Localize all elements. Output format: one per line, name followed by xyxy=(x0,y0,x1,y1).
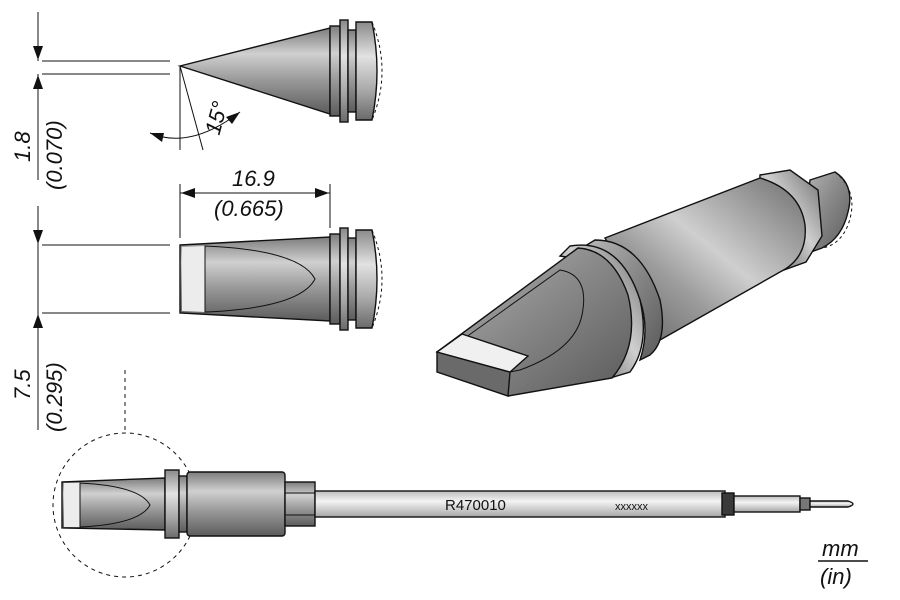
side-profile-view: 15° 1.8 (0.070) xyxy=(10,12,383,190)
flange-ring-side xyxy=(339,19,349,123)
flange-cap-front xyxy=(355,229,378,329)
cartridge-hex xyxy=(284,481,316,527)
length-arrow-right xyxy=(315,188,329,198)
flange-groove-side xyxy=(347,29,357,113)
units-primary: mm xyxy=(822,536,859,561)
thickness-arrow-up xyxy=(33,75,43,89)
units-secondary: (in) xyxy=(820,564,852,589)
cartridge-serial: xxxxxx xyxy=(615,501,649,513)
width-arrow-down xyxy=(33,230,43,244)
cartridge-shaft xyxy=(314,490,726,518)
angle-ref-inclined xyxy=(179,65,204,151)
iso-chisel-flat xyxy=(446,269,585,373)
chisel-flat-face xyxy=(204,245,316,313)
cartridge-sensor-band xyxy=(721,492,735,516)
iso-broken-edge xyxy=(821,171,853,249)
cartridge-tin-face xyxy=(64,483,80,527)
length-mm-label: 16.9 xyxy=(232,166,275,191)
length-arrow-left xyxy=(181,188,195,198)
flange-groove-front xyxy=(347,237,357,321)
cartridge-pin xyxy=(809,500,854,508)
broken-edge-front xyxy=(371,229,383,329)
cartridge-chisel-face xyxy=(79,482,151,528)
broken-edge-side xyxy=(371,21,383,121)
tin-face-front xyxy=(182,246,205,312)
front-width-view: 16.9 (0.665) 7.5 (0.295) xyxy=(10,166,383,432)
collar-front xyxy=(329,233,341,325)
width-mm-label: 7.5 xyxy=(10,369,35,400)
cartridge-pin-band xyxy=(799,497,811,511)
collar-side xyxy=(329,25,341,117)
angle-arrow-right xyxy=(226,112,240,124)
isometric-view xyxy=(435,169,853,397)
angle-label: 15° xyxy=(200,98,233,137)
cartridge-body xyxy=(186,471,286,537)
cartridge-reference: R470010 xyxy=(445,497,506,514)
width-inch-label: (0.295) xyxy=(42,362,67,432)
iso-tin-face xyxy=(435,333,530,373)
cartridge-pin-sleeve xyxy=(733,495,801,513)
tapered-tip-side xyxy=(177,27,331,115)
cartridge-groove xyxy=(178,475,188,533)
full-cartridge-view: R470010 xxxxxx xyxy=(52,370,854,578)
length-inch-label: (0.665) xyxy=(214,196,284,221)
thickness-arrow-down xyxy=(33,46,43,60)
units-legend: mm (in) xyxy=(818,536,868,589)
thickness-mm-label: 1.8 xyxy=(10,131,35,162)
angle-arrow-left xyxy=(150,133,164,142)
width-arrow-up xyxy=(33,314,43,328)
flange-ring-front xyxy=(339,227,349,331)
flange-cap-side xyxy=(355,21,378,121)
thickness-inch-label: (0.070) xyxy=(42,120,67,190)
cartridge-flange xyxy=(164,469,180,539)
